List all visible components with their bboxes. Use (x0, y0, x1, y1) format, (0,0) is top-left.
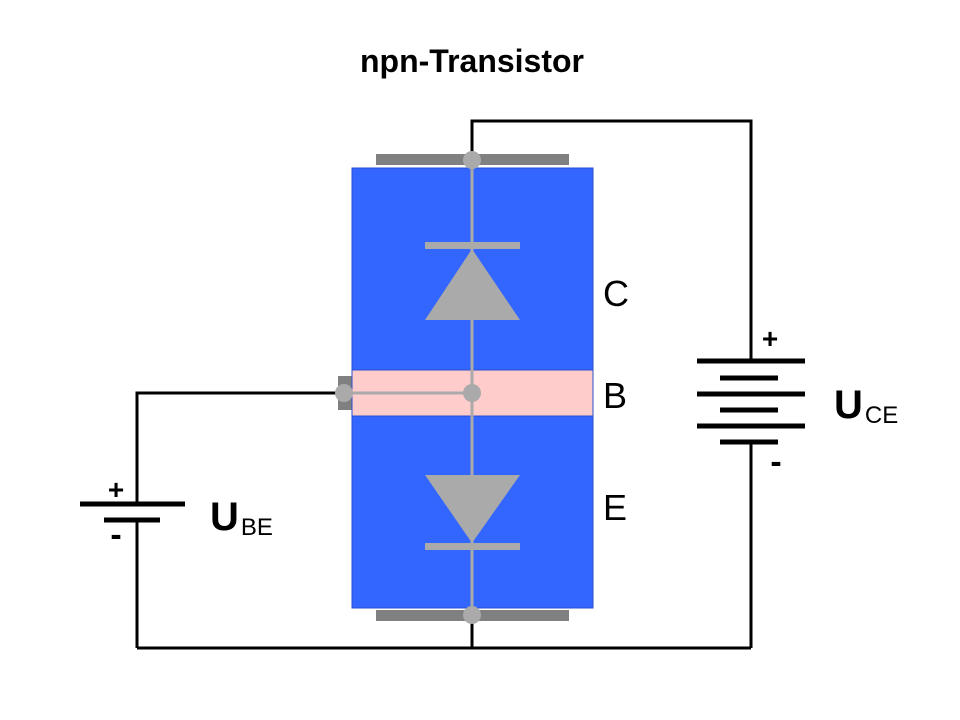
base-label: B (603, 375, 627, 416)
diagram-title: npn-Transistor (360, 43, 584, 79)
ube-subscript: BE (241, 514, 273, 541)
diode-triangle-lower (425, 475, 520, 543)
base-emitter-battery (80, 501, 185, 523)
ube-plus-sign: + (108, 474, 124, 505)
base-emitter-diode (425, 475, 520, 550)
collector-base-diode (425, 242, 520, 320)
uce-label: UCE (834, 383, 898, 429)
base-node-dot (463, 384, 481, 402)
ube-minus-sign: - (110, 516, 121, 554)
diode-bar-upper (425, 242, 520, 249)
junction-dots (335, 151, 481, 624)
base-wire (135, 391, 344, 503)
collector-node-dot (463, 151, 481, 169)
diode-bar-lower (425, 543, 520, 550)
uce-symbol: U (834, 383, 863, 427)
emitter-label: E (603, 487, 627, 528)
base-contact-dot (335, 384, 353, 402)
collector-label: C (603, 273, 629, 314)
ube-label: UBE (210, 495, 273, 541)
diode-triangle-upper (425, 249, 520, 320)
circuit-wires (135, 119, 753, 650)
ube-symbol: U (210, 495, 239, 539)
uce-subscript: CE (865, 402, 898, 429)
uce-minus-sign: - (770, 443, 781, 481)
collector-wire (470, 119, 753, 360)
uce-plus-sign: + (762, 323, 778, 354)
emitter-node-dot (463, 606, 481, 624)
collector-emitter-battery (697, 358, 805, 445)
